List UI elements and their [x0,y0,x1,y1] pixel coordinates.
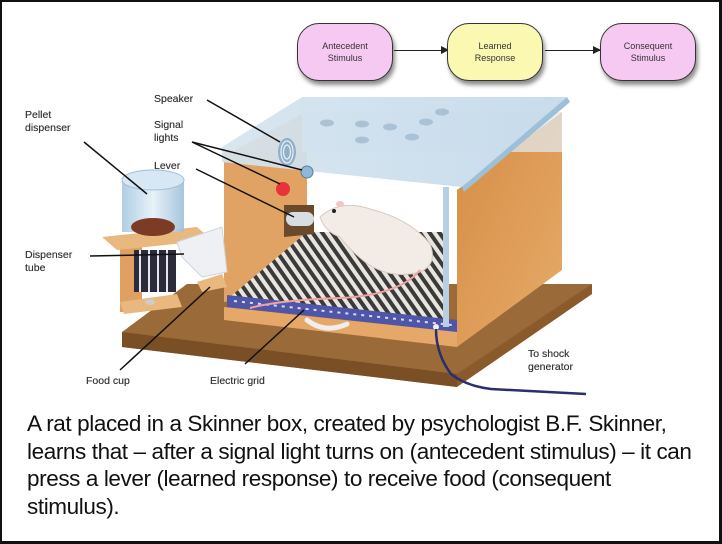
label-shock-generator: To shock generator [528,348,573,373]
label-lever: Lever [154,160,181,172]
rat [249,201,433,309]
speaker-icon [278,138,296,166]
top-holes [320,108,449,144]
corner-post [443,187,449,327]
label-pellet-dispenser: Pellet dispenser [25,109,71,134]
signal-light-red [276,182,290,196]
flow-node-learned-response: Learned Response [447,23,543,81]
label-speaker: Speaker [154,93,194,105]
flow-arrow-2 [545,46,601,54]
label-electric-grid: Electric grid [210,375,265,387]
flow-node-antecedent-stimulus: Antecedent Stimulus [297,23,393,81]
signal-light-blue [300,165,314,179]
label-food-cup: Food cup [86,375,130,387]
flow-arrow-1 [394,46,449,54]
lever [284,205,314,237]
drawer-handle [304,317,350,331]
caption: A rat placed in a Skinner box, created b… [27,411,692,519]
label-signal-lights: Signal lights [154,119,184,144]
shock-cable [434,328,587,396]
label-dispenser-tube: Dispenser tube [25,249,73,274]
skinner-box-illustration [83,97,592,396]
electric-grid-bar [227,295,457,332]
food-cup [197,274,227,292]
glass-top [222,97,567,187]
pointer-lines [83,99,305,371]
flow-node-consequent-stimulus: Consequent Stimulus [600,23,696,81]
